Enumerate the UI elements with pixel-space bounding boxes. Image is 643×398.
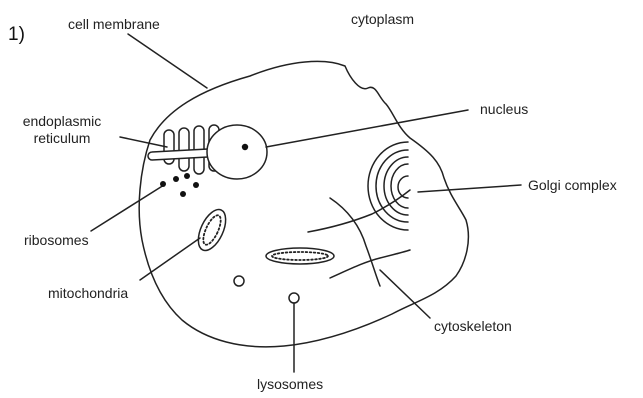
label-cell-membrane: cell membrane [68,16,160,33]
cytoskeleton-shape [308,190,410,286]
label-lysosomes: lysosomes [257,376,323,393]
ribosome-dot [160,181,166,187]
lysosome-shape [289,293,299,303]
ribosome-dot [184,173,190,179]
label-endoplasmic-line1: endoplasmic [4,113,120,130]
golgi-complex-shape [368,142,408,230]
figure-number: 1) [8,26,25,43]
label-mitochondria: mitochondria [48,285,128,302]
label-endoplasmic-line2: reticulum [4,130,120,147]
ribosome-dot [173,176,179,182]
label-nucleus: nucleus [480,101,528,118]
label-cytoskeleton: cytoskeleton [434,318,512,335]
label-ribosomes: ribosomes [24,232,89,249]
lysosome-shape [234,276,244,286]
cell-membrane-outline [139,61,468,346]
label-golgi-complex: Golgi complex [528,177,617,194]
nucleus-shape [207,125,267,179]
nucleolus-dot [242,144,248,150]
ribosome-dot [180,191,186,197]
label-endoplasmic-reticulum: endoplasmic reticulum [4,113,120,147]
mitochondria-shapes [193,205,334,264]
ribosome-dot [193,182,199,188]
label-cytoplasm: cytoplasm [351,11,414,28]
